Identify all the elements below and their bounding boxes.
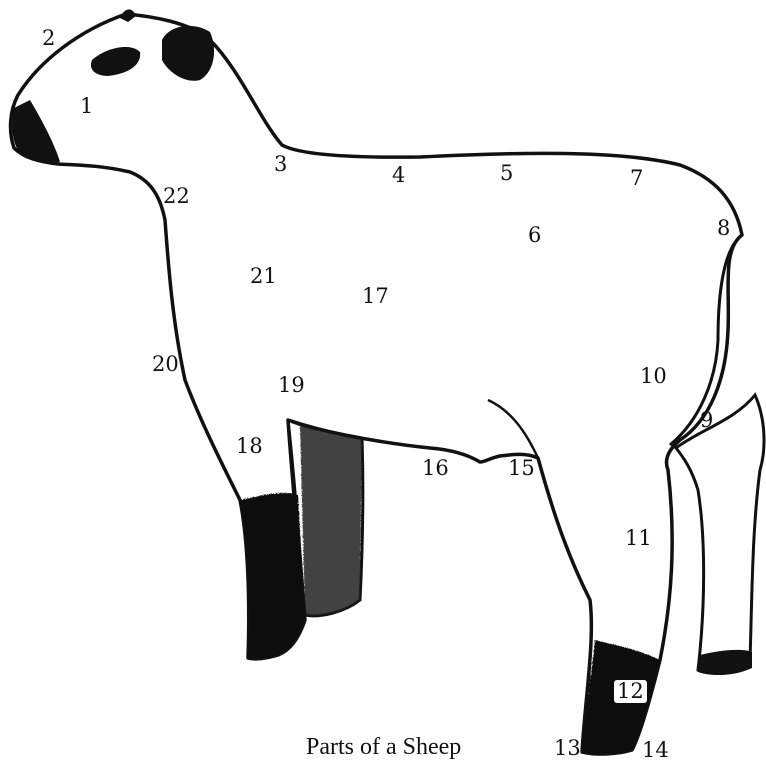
far-front-leg-shading [300,425,362,616]
label-3: 3 [274,154,287,175]
label-9: 9 [700,410,713,431]
label-21: 21 [250,266,277,287]
label-16: 16 [422,458,449,479]
label-4: 4 [392,165,405,186]
label-22: 22 [163,186,190,207]
label-15: 15 [508,458,535,479]
label-7: 7 [630,168,643,189]
label-10: 10 [640,366,667,387]
label-5: 5 [500,163,513,184]
label-8: 8 [717,218,730,239]
label-17: 17 [362,286,389,307]
far-hind-hoof [698,650,752,675]
label-20: 20 [152,354,179,375]
label-1: 1 [80,96,93,117]
far-hind-leg [676,395,764,672]
diagram-caption: Parts of a Sheep [306,734,461,761]
label-18: 18 [236,436,263,457]
label-6: 6 [528,225,541,246]
label-11: 11 [625,528,652,549]
label-2: 2 [42,28,55,49]
sheep-body [11,14,742,754]
near-front-leg-shading [240,493,305,659]
label-12: 12 [614,680,647,703]
label-19: 19 [278,375,305,396]
label-14: 14 [642,740,669,761]
label-13: 13 [554,738,581,759]
